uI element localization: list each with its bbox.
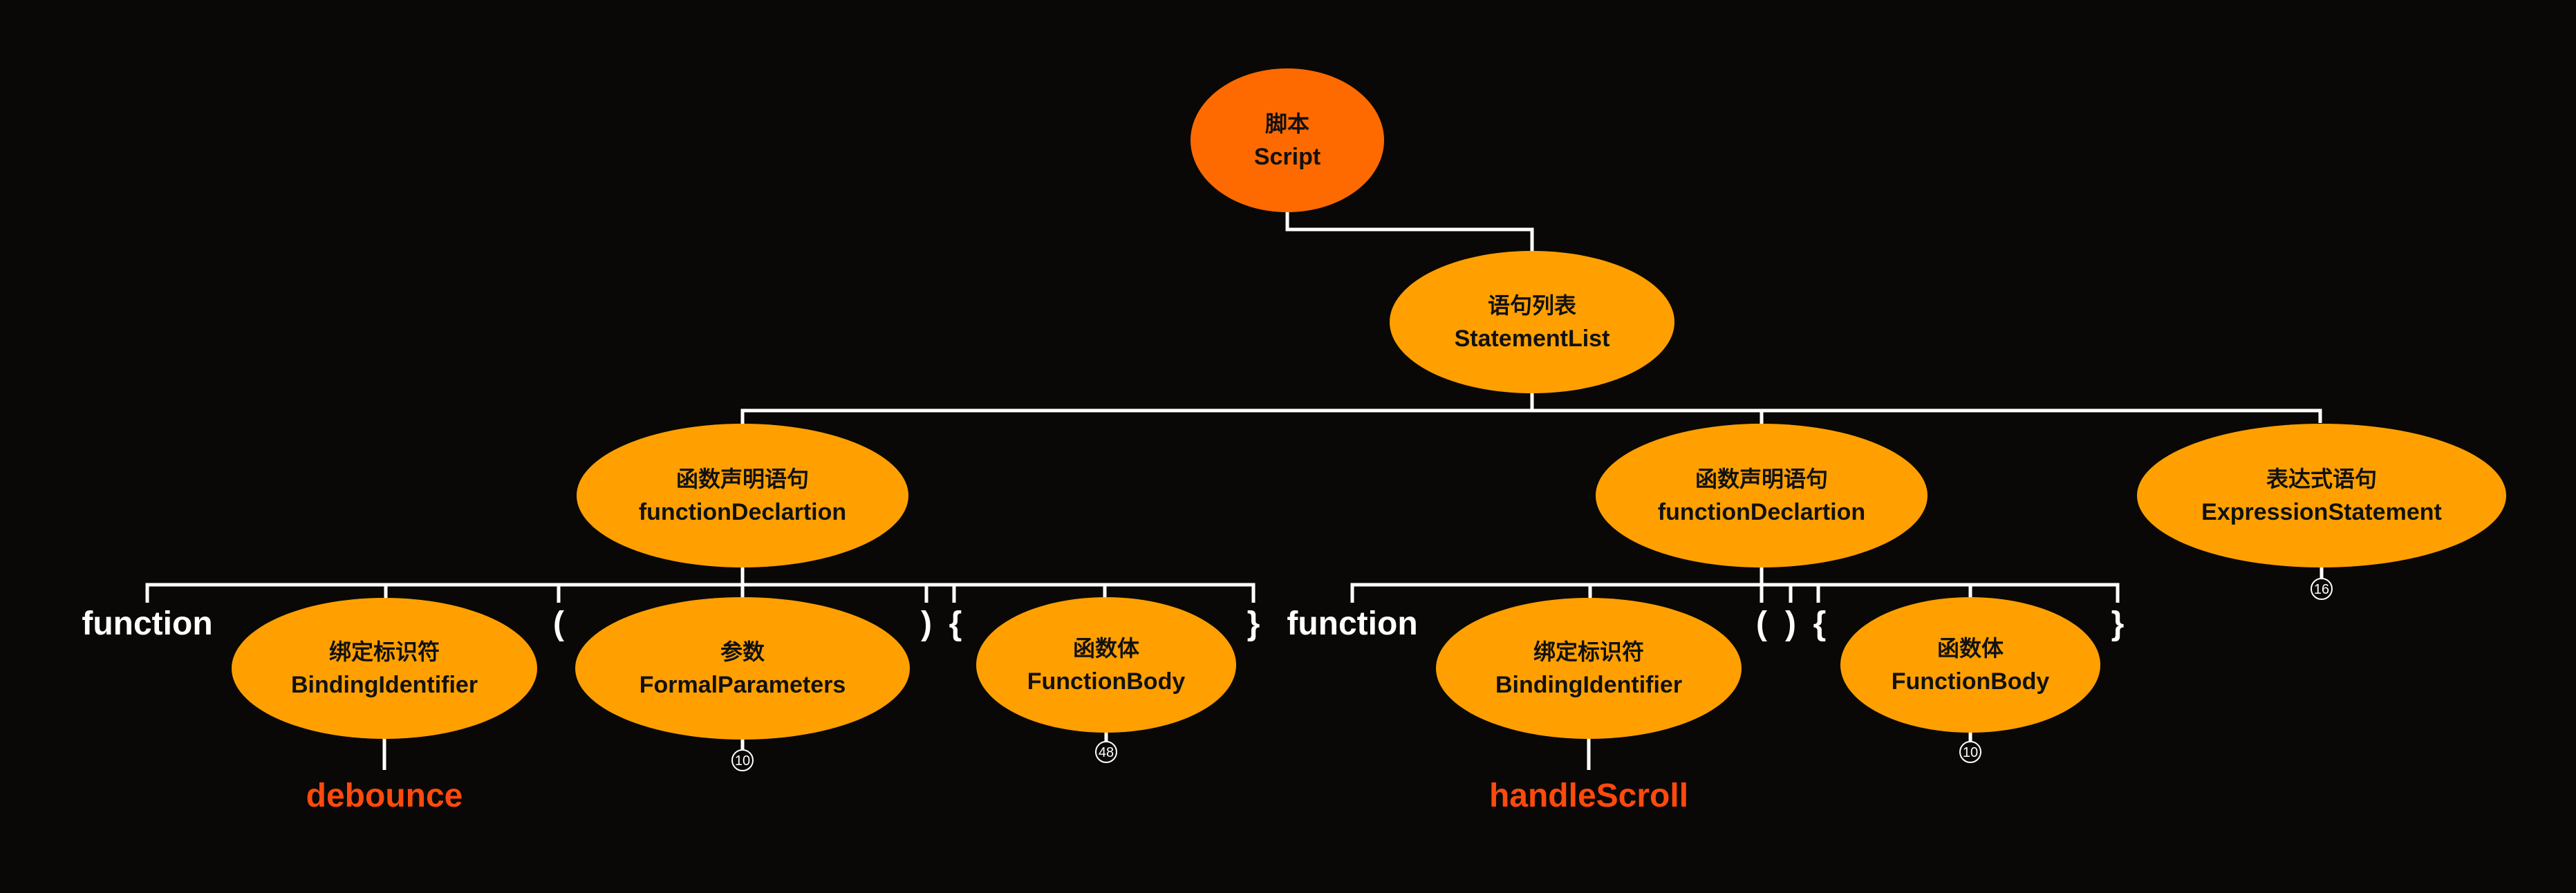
node-binding-identifier-2-label-zh: 绑定标识符 <box>1533 639 1644 665</box>
token-lbrace-2: { <box>1813 605 1827 642</box>
node-function-body-1-label-en: FunctionBody <box>1027 668 1186 695</box>
node-function-declaration-1-label-zh: 函数声明语句 <box>676 466 809 492</box>
token-rparen-2: ) <box>1785 605 1796 642</box>
node-function-body-1-shape <box>976 597 1236 733</box>
node-script-label-en: Script <box>1254 144 1320 170</box>
node-formal-parameters-1-label-en: FormalParameters <box>640 672 846 698</box>
node-expression-statement-shape <box>2137 424 2506 567</box>
node-expression-statement: 表达式语句 ExpressionStatement 16 <box>2137 424 2506 600</box>
token-lparen-2: ( <box>1756 605 1767 642</box>
node-expression-statement-count: 16 <box>2314 582 2329 597</box>
node-function-body-1-label-zh: 函数体 <box>1073 635 1139 661</box>
node-binding-identifier-1: 绑定标识符 BindingIdentifier <box>232 598 537 739</box>
node-formal-parameters-1-count: 10 <box>735 753 750 769</box>
node-expression-statement-count-badge <box>2311 578 2333 600</box>
tokens: function ( ) { } function ( ) { } <box>82 605 2124 642</box>
token-rbrace-1: } <box>1247 605 1260 642</box>
node-function-body-1: 函数体 FunctionBody 48 <box>976 597 1236 763</box>
token-lparen-1: ( <box>553 605 564 642</box>
node-function-body-1-count: 48 <box>1099 745 1114 760</box>
node-script: 脚本 Script <box>1191 68 1384 212</box>
node-function-declaration-2-shape <box>1596 424 1928 567</box>
node-binding-identifier-1-shape <box>232 598 537 739</box>
node-function-declaration-1-shape <box>577 424 908 567</box>
edge-script-statementlist <box>1285 211 1534 254</box>
node-function-declaration-2-label-en: functionDeclartion <box>1658 499 1865 525</box>
edges <box>145 211 2322 770</box>
node-function-body-2-label-en: FunctionBody <box>1892 668 2050 695</box>
node-statement-list-label-zh: 语句列表 <box>1488 292 1576 319</box>
node-binding-identifier-2: 绑定标识符 BindingIdentifier <box>1436 598 1742 739</box>
node-function-body-1-count-badge <box>1095 741 1117 763</box>
node-script-label-zh: 脚本 <box>1265 111 1309 137</box>
edge-funcdecl2-children <box>1350 567 2120 603</box>
token-function-2: function <box>1287 605 1417 642</box>
node-function-body-2: 函数体 FunctionBody 10 <box>1840 597 2100 763</box>
node-formal-parameters-1-count-badge <box>731 749 754 771</box>
identifier-handle-scroll: handleScroll <box>1489 778 1688 814</box>
node-script-shape <box>1191 68 1384 212</box>
identifier-debounce: debounce <box>306 778 463 814</box>
token-rparen-1: ) <box>921 605 932 642</box>
node-formal-parameters-1-shape <box>575 597 910 740</box>
node-function-body-2-count-badge <box>1959 741 1981 763</box>
node-statement-list-label-en: StatementList <box>1455 326 1610 352</box>
node-formal-parameters-1-label-zh: 参数 <box>720 639 765 665</box>
identifiers: debounce handleScroll <box>306 778 1688 814</box>
node-function-body-2-label-zh: 函数体 <box>1937 635 2004 661</box>
node-binding-identifier-1-label-zh: 绑定标识符 <box>329 639 440 665</box>
node-function-declaration-1: 函数声明语句 functionDeclartion <box>577 424 908 567</box>
edge-funcdecl1-children <box>145 567 1256 603</box>
node-statement-list: 语句列表 StatementList <box>1390 251 1674 393</box>
node-function-declaration-2: 函数声明语句 functionDeclartion <box>1596 424 1928 567</box>
token-lbrace-1: { <box>949 605 962 642</box>
token-rbrace-2: } <box>2111 605 2125 642</box>
node-binding-identifier-2-shape <box>1436 598 1742 739</box>
node-function-declaration-1-label-en: functionDeclartion <box>639 499 846 525</box>
edge-statementlist-children <box>740 391 2322 424</box>
token-function-1: function <box>82 605 212 642</box>
node-function-body-2-shape <box>1840 597 2100 733</box>
node-expression-statement-label-en: ExpressionStatement <box>2201 499 2442 525</box>
node-statement-list-shape <box>1390 251 1674 393</box>
node-expression-statement-label-zh: 表达式语句 <box>2266 466 2377 492</box>
node-binding-identifier-1-label-en: BindingIdentifier <box>291 672 478 698</box>
node-function-declaration-2-label-zh: 函数声明语句 <box>1695 466 1828 492</box>
node-formal-parameters-1: 参数 FormalParameters 10 <box>575 597 910 771</box>
node-function-body-2-count: 10 <box>1963 745 1978 760</box>
node-binding-identifier-2-label-en: BindingIdentifier <box>1495 672 1682 698</box>
